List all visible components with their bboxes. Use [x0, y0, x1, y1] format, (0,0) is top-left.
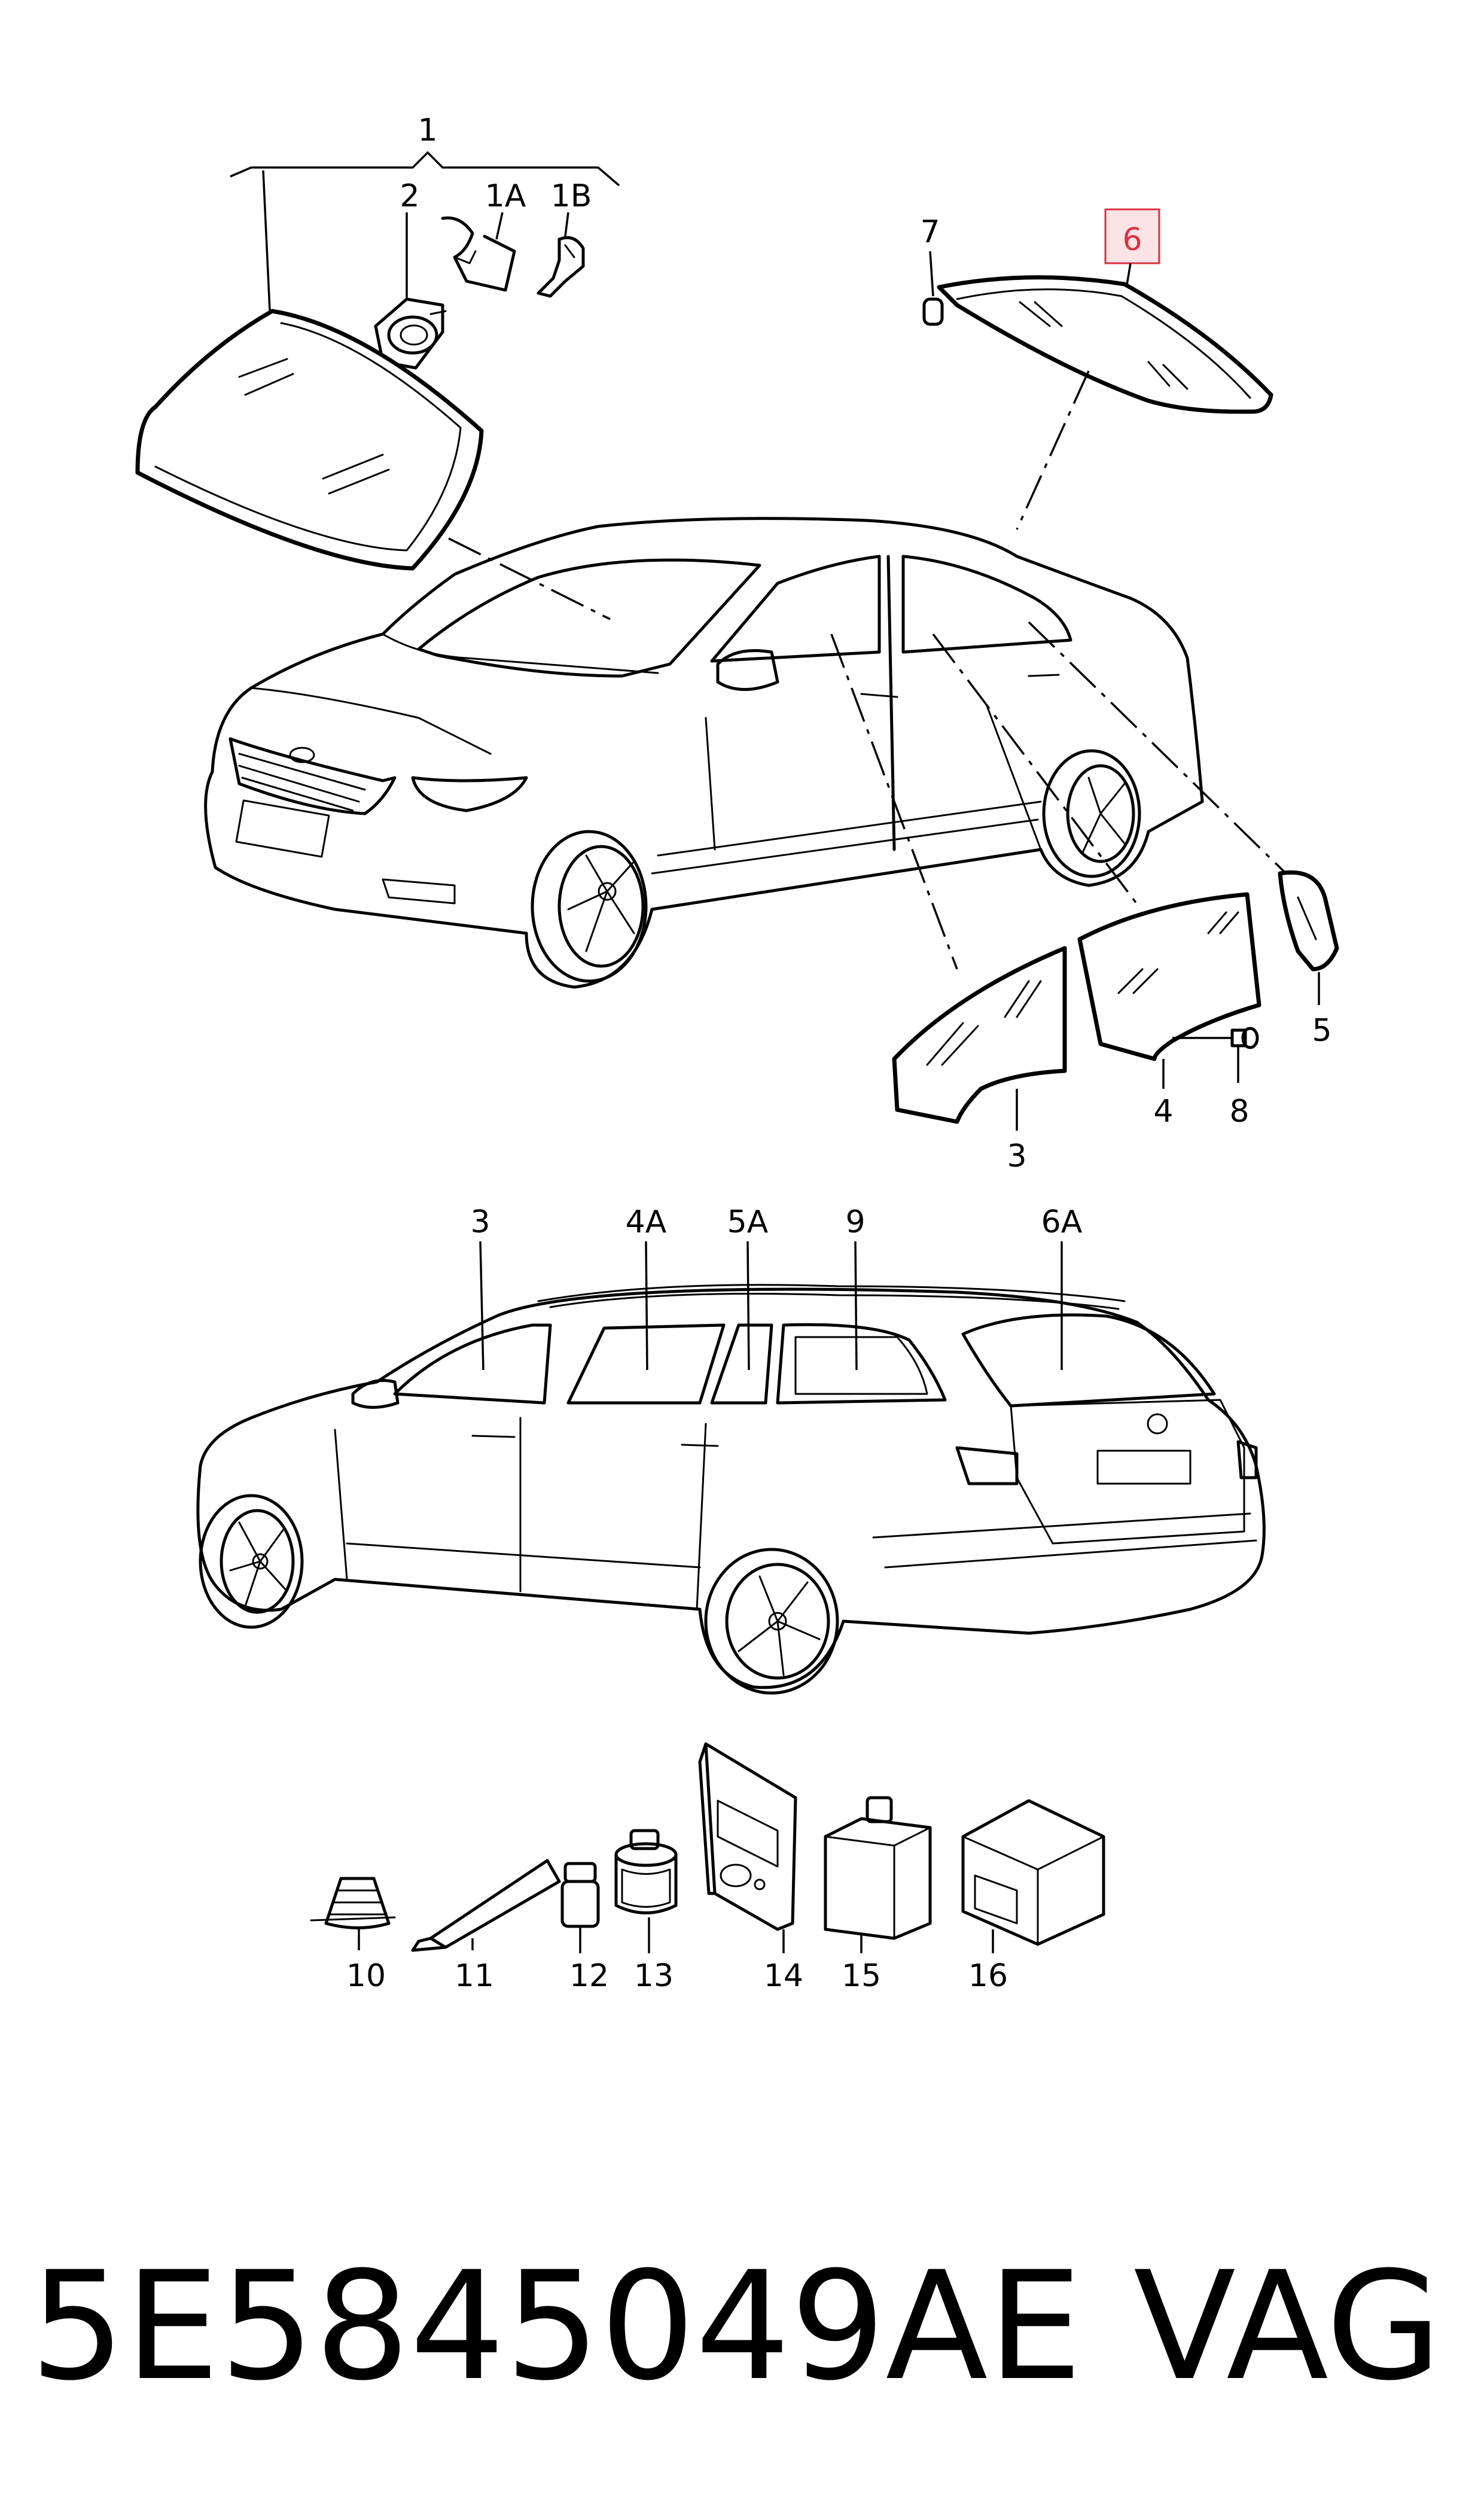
bracket-clip-part-1B — [537, 236, 585, 298]
seal-part-10 — [310, 1877, 396, 1950]
rear-window-group: 7 6 — [920, 208, 1273, 530]
callout-16: 16 — [968, 1958, 1008, 1994]
callout-1A: 1A — [485, 178, 526, 214]
callout-5A: 5A — [727, 1204, 769, 1240]
callout-3: 3 — [1007, 1138, 1026, 1174]
callout-5: 5 — [1312, 1013, 1331, 1049]
cleaner-bottle-part-15 — [824, 1796, 932, 1953]
primer-can-part-13 — [614, 1829, 678, 1953]
callout-11: 11 — [455, 1958, 494, 1994]
callout-4A: 4A — [626, 1204, 667, 1240]
callout-10: 10 — [346, 1958, 386, 1994]
activator-bottle-part-12 — [560, 1862, 600, 1953]
kit-pouch-part-14 — [698, 1742, 797, 1953]
estate-car-illustration: 3 4A 5A 9 6A — [196, 1204, 1266, 1695]
sensor-wiring-part-1A — [441, 216, 516, 292]
clip-part-7 — [922, 297, 944, 326]
callout-15: 15 — [842, 1958, 881, 1994]
adhesive-tube-part-11 — [411, 1859, 561, 1952]
sedan-car-illustration — [204, 517, 1287, 989]
callout-1: 1 — [418, 112, 437, 148]
callout-6A: 6A — [1041, 1204, 1083, 1240]
part-number: 5E5845049AE — [30, 2239, 1082, 2413]
fastener-part-8 — [1172, 1027, 1259, 1049]
box-part-16 — [961, 1799, 1105, 1953]
brand-label: VAG — [1133, 2239, 1442, 2413]
callout-window-3: 3 — [470, 1204, 490, 1240]
callout-6: 6 — [1122, 222, 1142, 258]
rear-door-glass-4 — [1077, 892, 1261, 1061]
callout-4: 4 — [1153, 1094, 1173, 1129]
callout-12: 12 — [569, 1958, 609, 1994]
callout-1B: 1B — [551, 178, 592, 214]
callout-13: 13 — [634, 1958, 674, 1994]
side-windows-group: 3 4 8 5 — [892, 870, 1339, 1174]
callout-2: 2 — [400, 178, 419, 214]
highlight-box-6 — [1104, 208, 1160, 264]
callout-7: 7 — [920, 214, 940, 250]
windscreen-group: 1 2 1A 1B — [135, 112, 620, 620]
rear-window-glass-6 — [937, 275, 1273, 414]
front-door-glass-3 — [892, 946, 1067, 1124]
consumables-group: 10 11 12 13 14 15 16 — [310, 1742, 1105, 1994]
callout-14: 14 — [764, 1958, 803, 1994]
callout-9: 9 — [845, 1204, 865, 1240]
callout-8: 8 — [1229, 1094, 1249, 1129]
